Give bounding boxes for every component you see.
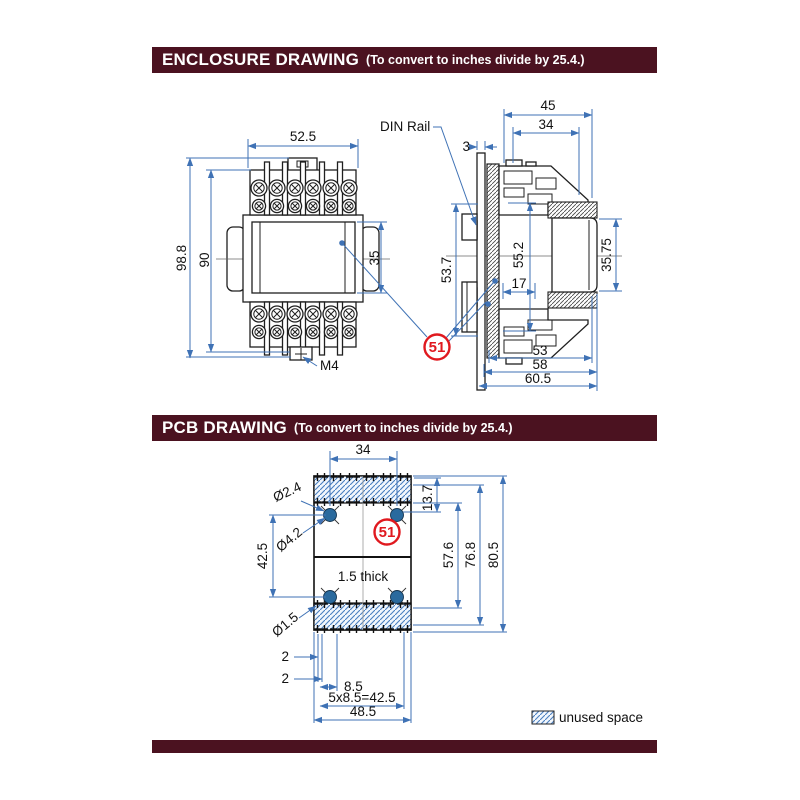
- dim-pcb-pin-pitch: 8.5: [344, 679, 363, 694]
- pcb-unused-bottom: [313, 602, 412, 631]
- dim-pcb-span-inner: 57.6: [441, 542, 456, 568]
- dim-side-coil-height: 35.75: [599, 238, 614, 272]
- enclosure-title: ENCLOSURE DRAWING: [162, 50, 360, 69]
- enclosure-side-view: 45 34 3 53.7 55.2 17 35.75: [380, 98, 622, 391]
- dim-pcb-hole-pad-dia: Ø2.4: [271, 479, 304, 505]
- coil-body: [551, 217, 598, 293]
- dim-pcb-hole-span-x: 34: [355, 442, 371, 457]
- dim-side-depth-a: 53: [532, 343, 547, 358]
- pcb-view: 1.5 thick 51 34 42.5 Ø2.4 Ø4.2 Ø1.5: [255, 442, 507, 724]
- dim-pcb-board-width: 48.5: [350, 704, 376, 719]
- dim-pcb-pin-row-total: 5x8.5=42.5: [328, 690, 395, 705]
- dim-side-depth-b: 58: [532, 357, 547, 372]
- label-m4: M4: [320, 358, 339, 373]
- din-rail: [476, 152, 486, 391]
- dim-pcb-edge-to-pin: 2: [281, 649, 289, 664]
- dim-pcb-span-pins: 76.8: [463, 542, 478, 568]
- callout-51-pcb: 51: [373, 518, 401, 546]
- callout-51-enclosure: 51: [423, 333, 451, 361]
- mounting-plate-section: [486, 163, 500, 359]
- dim-rail-thickness: 3: [462, 139, 470, 154]
- dim-side-depth-top: 45: [540, 98, 555, 113]
- enclosure-front-view: 52.5 98.8 90 35 M4: [174, 129, 428, 373]
- dim-front-overall-height: 98.8: [174, 245, 189, 271]
- dim-side-upper-depth: 34: [538, 117, 554, 132]
- callout-51-pcb-label: 51: [379, 524, 396, 541]
- pcb-note: (To convert to inches divide by 25.4.): [293, 421, 513, 435]
- front-view-dimensions: 52.5 98.8 90 35 M4: [174, 129, 387, 373]
- dim-pcb-pin-hole-dia: Ø1.5: [269, 609, 301, 639]
- pcb-title: PCB DRAWING: [162, 418, 287, 437]
- legend-unused-space: unused space: [531, 710, 643, 725]
- enclosure-header-bar: ENCLOSURE DRAWING (To convert to inches …: [152, 47, 657, 73]
- pcb-unused-top: [313, 475, 412, 504]
- pcb-thickness-note: 1.5 thick: [338, 569, 389, 584]
- dim-side-depth-c: 60.5: [525, 371, 551, 386]
- dim-pcb-hole-span-y: 42.5: [255, 543, 270, 569]
- dim-pcb-board-height: 80.5: [486, 542, 501, 568]
- enclosure-note: (To convert to inches divide by 25.4.): [366, 53, 585, 67]
- dim-side-inner-height: 55.2: [511, 242, 526, 268]
- callout-51-enclosure-label: 51: [429, 339, 446, 356]
- dim-side-left-height: 53.7: [439, 257, 454, 283]
- dim-side-inner-depth: 17: [511, 276, 526, 291]
- dim-front-window-height: 35: [367, 250, 382, 265]
- side-view-dimensions: 45 34 3 53.7 55.2 17 35.75: [380, 98, 622, 391]
- dim-pcb-top-to-hole: 13.7: [420, 485, 435, 511]
- pcb-header-bar: PCB DRAWING (To convert to inches divide…: [152, 415, 657, 441]
- pcb-mounting-holes: [320, 505, 407, 607]
- dim-pcb-pin-gap: 2: [281, 671, 289, 686]
- dim-front-width: 52.5: [290, 129, 316, 144]
- footer-bar: [152, 740, 657, 753]
- legend-label: unused space: [559, 710, 643, 725]
- dim-front-body-height: 90: [197, 252, 212, 267]
- legend-hatch-swatch: [531, 710, 555, 725]
- label-din-rail: DIN Rail: [380, 119, 430, 134]
- dim-pcb-hole-dia: Ø4.2: [273, 524, 305, 554]
